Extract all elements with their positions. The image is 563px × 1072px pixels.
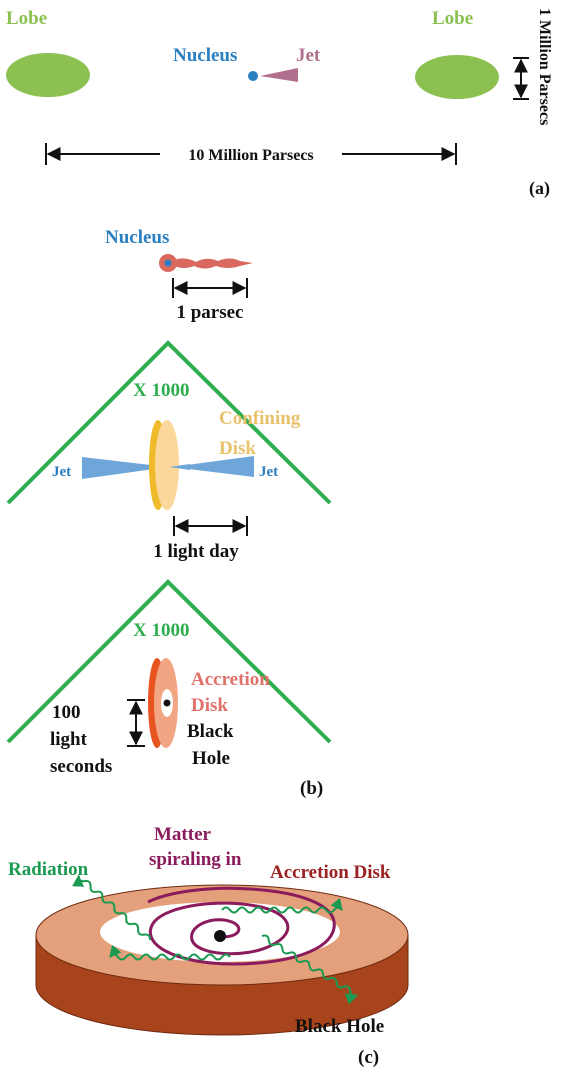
nucleus-label-b: Nucleus — [105, 227, 169, 248]
scale-horizontal-label: 10 Million Parsecs — [188, 147, 313, 164]
jet-a — [260, 68, 298, 82]
scale-vertical-label: 1 Million Parsecs — [536, 8, 553, 125]
jet-b — [174, 258, 253, 269]
nucleus-dot-b — [164, 259, 172, 267]
zoom-wedge-1 — [6, 340, 332, 505]
confining-disk-face — [155, 420, 179, 510]
caption-c: (c) — [358, 1047, 379, 1068]
caption-b: (b) — [300, 778, 323, 799]
confining-label-2: Disk — [219, 438, 256, 459]
radiation-wave-lower-right — [261, 934, 359, 1005]
jet-left-b — [82, 457, 168, 479]
accretion-disk-label: Accretion Disk — [270, 862, 391, 883]
black-hole-dot-c — [214, 930, 226, 942]
panel-c: Matter spiraling in Radiation Accretion … — [8, 824, 409, 1068]
lobe-left — [6, 53, 90, 97]
black-hole-label-c: Black Hole — [295, 1016, 384, 1037]
lightsec-label-1: 100 — [52, 702, 81, 723]
jet-left-label-b: Jet — [52, 464, 71, 480]
accretion-label-2: Disk — [191, 695, 228, 716]
nucleus-dot-a — [248, 71, 258, 81]
scale-lightday-label: 1 light day — [153, 541, 239, 562]
jet-through-disk — [169, 464, 190, 470]
scale-parsec-label: 1 parsec — [176, 302, 243, 323]
accretion-label-1: Accretion — [191, 669, 270, 690]
black-hole-dot-b — [163, 699, 171, 707]
black-hole-label-1: Black — [187, 721, 234, 742]
jet-right-label-b: Jet — [259, 464, 278, 480]
lobe-left-label: Lobe — [6, 8, 47, 29]
matter-label-1: Matter — [154, 824, 212, 845]
panel-a: Lobe Lobe Nucleus Jet 1 Million Parsecs … — [6, 8, 553, 199]
confining-label-1: Confining — [219, 408, 301, 429]
black-hole-label-2: Hole — [192, 748, 230, 769]
jet-label-a: Jet — [296, 45, 321, 66]
lobe-right — [415, 55, 499, 99]
radiation-wave-upper-right — [221, 897, 343, 914]
zoom-wedge-2 — [6, 579, 332, 744]
radiation-wave-lower-left — [109, 944, 231, 961]
radiation-wave-upper-left — [72, 874, 152, 941]
zoom-label-2: X 1000 — [133, 620, 189, 641]
radiation-label: Radiation — [8, 859, 89, 880]
jet-right-b — [172, 456, 254, 477]
lightsec-label-2: light — [50, 729, 88, 750]
matter-label-2: spiraling in — [149, 849, 242, 870]
nucleus-label-a: Nucleus — [173, 45, 237, 66]
lobe-right-label: Lobe — [432, 8, 473, 29]
zoom-label-1: X 1000 — [133, 380, 189, 401]
caption-a: (a) — [529, 178, 550, 199]
lightsec-label-3: seconds — [50, 756, 112, 777]
matter-spiral — [147, 886, 336, 966]
panel-b: Nucleus 1 parsec X 1000 Confining Disk J… — [6, 227, 332, 799]
